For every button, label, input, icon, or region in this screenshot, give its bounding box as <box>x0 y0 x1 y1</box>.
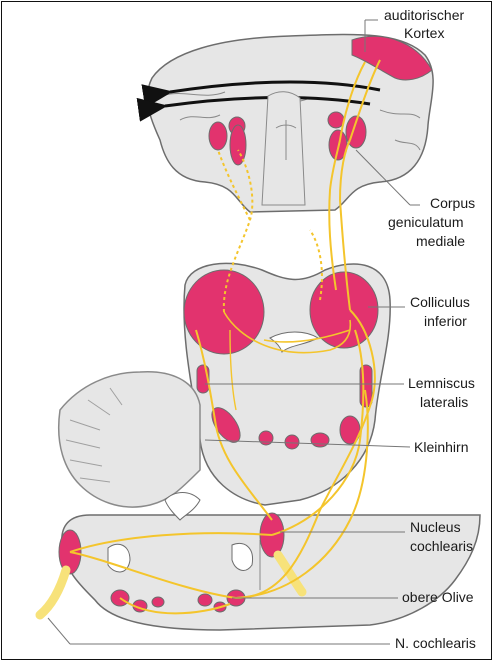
nerve-left <box>40 570 66 615</box>
corpus-geniculatum-line-3: mediale <box>416 233 465 249</box>
colliculus-line-2: inferior <box>424 313 467 329</box>
cerebellum-outline <box>59 372 200 507</box>
lemniscus-line-1: Lemniscus <box>408 375 475 391</box>
pons-nucleus-2 <box>259 431 273 445</box>
auditory-cortex-line-2: Kortex <box>404 25 444 41</box>
n-cochlearis-text: N. cochlearis <box>395 635 476 651</box>
corpus-geniculatum-line-2: geniculatum <box>388 214 464 230</box>
auditory-cortex-line-1: auditorischer <box>384 7 464 23</box>
corpus-geniculatum-line-1: Corpus <box>430 195 475 211</box>
nucleus-cochlearis-line-2: cochlearis <box>410 538 473 554</box>
pons-nucleus-4 <box>311 433 329 447</box>
lemniscus-line-2: lateralis <box>420 394 468 410</box>
obere-olive-text: obere Olive <box>402 589 474 605</box>
nucleus-cochlearis-line-1: Nucleus <box>410 519 461 535</box>
colliculus-line-1: Colliculus <box>410 294 470 310</box>
midbrain-outline-top <box>262 92 305 205</box>
kleinhirn-text: Kleinhirn <box>414 439 468 455</box>
medulla-hole-right <box>232 544 253 571</box>
pons-nucleus-3 <box>285 435 299 449</box>
